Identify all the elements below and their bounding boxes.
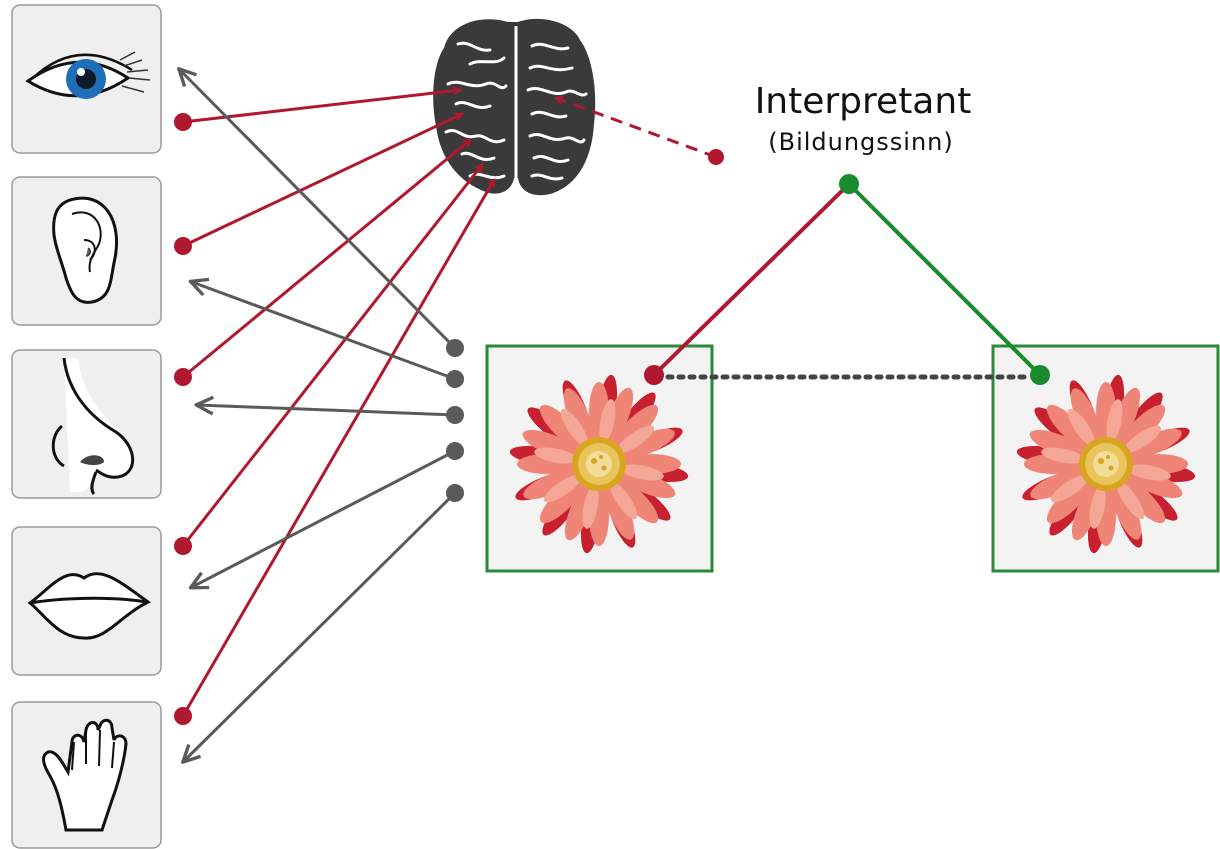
nose-to-brain-arrow	[182, 140, 470, 379]
eye-dot	[174, 113, 192, 131]
sign-box	[485, 344, 714, 573]
object-to-nose-arrow	[198, 405, 456, 417]
hand-dot	[174, 707, 192, 725]
object-to-ear-arrow	[192, 282, 456, 381]
sense-dots	[174, 113, 192, 725]
interpretant-label: Interpretant	[755, 81, 972, 122]
object-dots	[446, 339, 464, 502]
brain-icon	[433, 18, 596, 196]
object-to-lips-arrow	[192, 449, 456, 587]
interpretant-object-line	[847, 182, 1042, 377]
object-to-hand-arrow	[184, 491, 457, 761]
eye-to-brain-arrow	[182, 90, 460, 124]
lips-to-brain-arrow	[181, 165, 482, 547]
object-dot	[446, 406, 464, 424]
object-box	[991, 344, 1220, 573]
eye-icon	[25, 51, 151, 99]
object-vertex-dot	[1030, 365, 1050, 385]
sign-interpretant-line	[652, 182, 851, 377]
sense-panel-ear	[11, 176, 162, 326]
object-dot	[446, 484, 464, 502]
interpretant-sublabel: (Bildungssinn)	[768, 128, 954, 156]
lips-icon	[27, 572, 151, 640]
object-dot	[446, 339, 464, 357]
nose-dot	[174, 368, 192, 386]
hand-to-brain-arrow	[181, 180, 494, 717]
ear-dot	[174, 237, 192, 255]
sense-panel-nose	[11, 349, 162, 499]
object-to-eye-arrow	[180, 70, 457, 350]
nose-icon	[51, 357, 135, 496]
object-dot	[446, 370, 464, 388]
sign-vertex-dot	[644, 365, 664, 385]
sense-panel-lips	[11, 526, 162, 676]
interpretant-link-dot	[708, 149, 724, 165]
object-dot	[446, 442, 464, 460]
ear-icon	[52, 196, 118, 304]
sense-panel-hand	[11, 701, 162, 849]
hand-icon	[42, 718, 128, 832]
interpretant-to-brain-arrow	[556, 98, 717, 159]
lips-dot	[174, 537, 192, 555]
ear-to-brain-arrow	[182, 114, 462, 248]
stimulus-arrows	[180, 70, 457, 761]
sensory-input-arrows	[181, 90, 494, 717]
interpretant-vertex-dot	[839, 174, 859, 194]
sense-panel-eye	[11, 4, 162, 154]
